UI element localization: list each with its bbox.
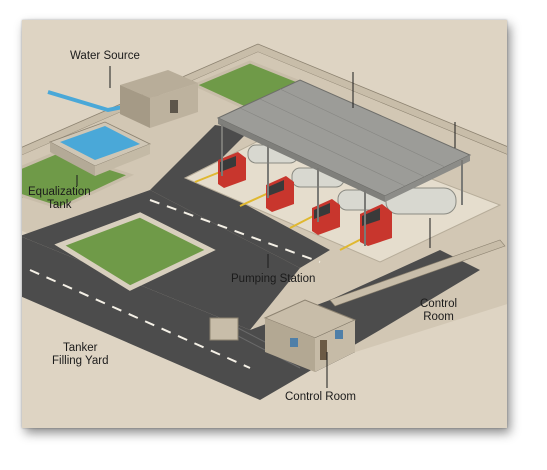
grass-area-center [54, 212, 216, 291]
label-water-source: Water Source [70, 50, 140, 62]
label-control-room-right-line1: Control [420, 298, 458, 310]
perimeter-wall [22, 43, 507, 156]
grass-area-left [22, 150, 135, 210]
label-control-room-right: Control Room [420, 298, 457, 324]
label-control-room-right-line2: Room [423, 311, 454, 323]
tanker-truck-4 [360, 187, 457, 246]
boundary-wall-right [329, 239, 506, 307]
label-tanker-filling-yard-line2: Filling Yard [52, 355, 109, 367]
water-source-building [47, 70, 198, 128]
control-room-building [263, 299, 357, 372]
equalization-tank-structure [49, 121, 151, 176]
label-tanker-filling-yard: Tanker Filling Yard [52, 342, 108, 368]
label-tanker-filling-yard-line1: Tanker [62, 342, 98, 354]
label-equalization-tank-line1: Equalization [28, 186, 91, 198]
leader-lines [76, 66, 456, 388]
label-equalization-tank-line2: Tank [47, 199, 72, 211]
label-pumping-station: Pumping Station [231, 273, 316, 285]
label-equalization-tank: Equalization Tank [28, 186, 91, 212]
label-control-room-bottom: Control Room [285, 391, 356, 403]
pumping-station-canopy [216, 79, 472, 246]
